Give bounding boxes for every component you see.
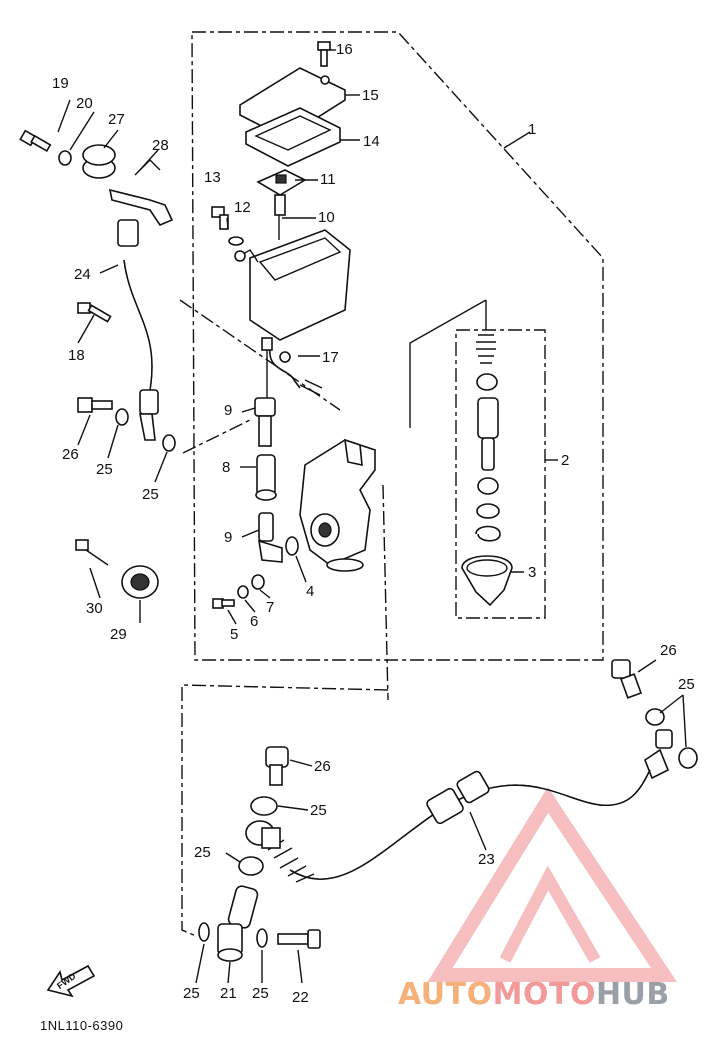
- callout-26-a: 26: [62, 446, 79, 463]
- callout-16: 16: [336, 41, 353, 58]
- master-cylinder-body: [299, 438, 376, 572]
- fitting-9-upper: [254, 350, 276, 447]
- callout-11: 11: [320, 171, 336, 188]
- watermark-hub: HUB: [595, 977, 670, 1012]
- callout-28: 28: [152, 137, 169, 154]
- brake-hose-23: [267, 769, 651, 883]
- callout-5: 5: [230, 626, 239, 643]
- washer-25-e: [250, 796, 278, 816]
- fitting-8: [255, 454, 277, 501]
- watermark-auto: AUTO: [398, 977, 493, 1012]
- bolt-26-upper: [77, 397, 113, 413]
- bolt-13: [211, 206, 229, 230]
- connection-line: [382, 484, 389, 701]
- callout-13: 13: [204, 169, 221, 186]
- hose-17: [269, 349, 323, 396]
- callout-20: 20: [76, 95, 93, 112]
- washer-25-h: [256, 928, 268, 948]
- o-ring-4: [285, 536, 299, 556]
- assembly-boundary: [191, 31, 604, 661]
- washer-25-b: [162, 434, 176, 452]
- callout-6: 6: [250, 613, 259, 630]
- washer-7: [251, 574, 265, 590]
- callout-9-upper: 9: [224, 402, 233, 419]
- callout-19: 19: [52, 75, 69, 92]
- plate-11: [256, 169, 307, 216]
- callout-27: 27: [108, 111, 125, 128]
- washer-25-f: [238, 856, 264, 876]
- callout-25-d: 25: [310, 802, 327, 819]
- washer-25-a: [115, 408, 129, 426]
- washer-25-g: [198, 922, 210, 942]
- callout-29: 29: [110, 626, 127, 643]
- reservoir-cap-15: [239, 67, 346, 139]
- forward-arrow-icon: [46, 964, 96, 998]
- callout-26-c: 26: [314, 758, 331, 775]
- callout-25-f: 25: [183, 985, 200, 1002]
- piston-kit-box: [455, 329, 546, 619]
- callout-25-a: 25: [96, 461, 113, 478]
- diaphragm-14: [245, 107, 341, 167]
- diagram-code: 1NL110-6390: [40, 1018, 124, 1033]
- callout-24: 24: [74, 266, 91, 283]
- callout-26-b: 26: [660, 642, 677, 659]
- watermark-text: AUTOMOTOHUB: [398, 978, 670, 1012]
- piston-kit-parts: [461, 334, 513, 607]
- washer-25-c: [645, 708, 665, 726]
- callout-10: 10: [318, 209, 335, 226]
- washer-20: [58, 150, 72, 166]
- callout-4: 4: [306, 583, 315, 600]
- callout-3: 3: [528, 564, 537, 581]
- callout-15: 15: [362, 87, 379, 104]
- callout-25-e: 25: [194, 844, 211, 861]
- bolt-30: [75, 539, 109, 566]
- washer-12: [228, 236, 244, 246]
- bolt-19: [19, 129, 52, 153]
- grommet-27: [82, 144, 116, 179]
- callout-17: 17: [322, 349, 339, 366]
- reservoir: [234, 229, 351, 351]
- bearing-29: [121, 565, 159, 599]
- kit-leader: [409, 299, 487, 428]
- lower-boundary: [181, 684, 389, 937]
- callout-14: 14: [363, 133, 380, 150]
- banjo-lower: [245, 820, 281, 849]
- leader-lines-2: [57, 99, 687, 984]
- union-21: [217, 885, 259, 962]
- watermark-logo: [427, 787, 678, 982]
- callout-7: 7: [266, 599, 275, 616]
- bolt-26-lower: [265, 746, 289, 786]
- bolt-18: [77, 302, 112, 323]
- callout-25-g: 25: [252, 985, 269, 1002]
- callout-25-c: 25: [678, 676, 695, 693]
- callout-23: 23: [478, 851, 495, 868]
- callout-30: 30: [86, 600, 103, 617]
- brake-hose-24: [117, 219, 159, 441]
- callout-25-b: 25: [142, 486, 159, 503]
- screw-16: [317, 41, 331, 67]
- washer-25-d: [678, 747, 698, 769]
- callout-1: 1: [528, 121, 537, 138]
- callout-22: 22: [292, 989, 309, 1006]
- banjo-right: [644, 729, 673, 780]
- watermark-moto: MOTO: [492, 977, 596, 1012]
- callout-21: 21: [220, 985, 237, 1002]
- callout-8: 8: [222, 459, 231, 476]
- bolt-26-right: [611, 659, 643, 699]
- bolt-5: [212, 598, 235, 609]
- washer-6: [237, 585, 249, 599]
- callout-9-lower: 9: [224, 529, 233, 546]
- fitting-9-lower: [258, 512, 283, 563]
- callout-12: 12: [234, 199, 251, 216]
- bolt-22: [277, 929, 321, 949]
- callout-18: 18: [68, 347, 85, 364]
- callout-2: 2: [561, 452, 570, 469]
